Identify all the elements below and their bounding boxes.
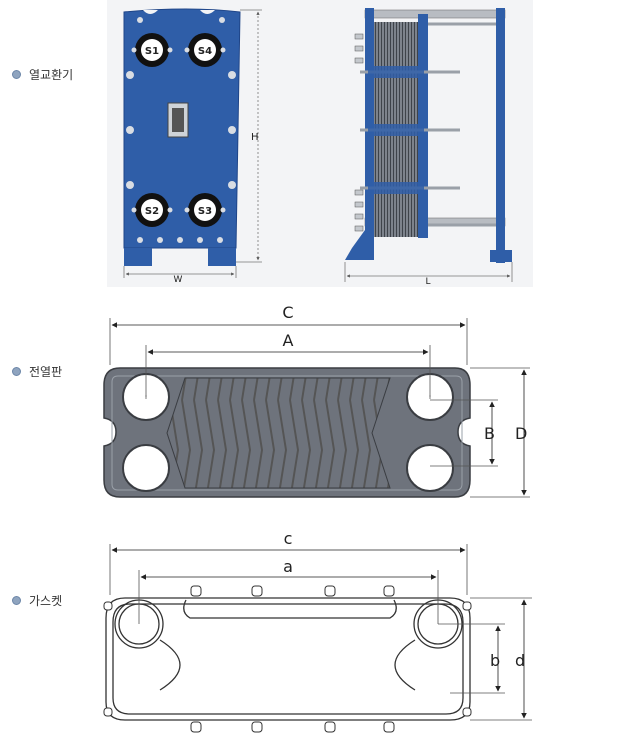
- dim-l-label: L: [425, 277, 430, 287]
- gasket-drawing: [105, 597, 471, 721]
- plate-drawing: [103, 367, 471, 498]
- gasket-dim-d: d: [470, 597, 532, 721]
- bullet-icon: [12, 70, 21, 79]
- gasket-dim-a: a: [138, 557, 439, 624]
- gasket-dim-c-label: c: [284, 529, 293, 548]
- plate-dim-b-label: B: [484, 424, 495, 443]
- plate-dim-b: B: [430, 399, 498, 467]
- label-text: 전열판: [29, 365, 63, 379]
- gasket-tabs: [103, 585, 472, 733]
- gasket-dim-a-label: a: [283, 557, 293, 576]
- label-text: 열교환기: [29, 68, 74, 82]
- gasket-dim-b: b: [438, 623, 505, 694]
- port-s3: [188, 193, 222, 227]
- port-s1: [135, 33, 169, 67]
- dim-w: W: [123, 266, 237, 285]
- bullet-icon: [12, 596, 21, 605]
- section-label-exchanger: 열교환기: [12, 66, 73, 83]
- bullet-icon: [12, 367, 21, 376]
- gasket-dim-d-label: d: [515, 651, 525, 670]
- exchanger-side-view: L: [344, 8, 513, 287]
- exchanger-front-view: S1 S4 S2 S3: [123, 8, 241, 266]
- dim-h: H: [236, 9, 262, 263]
- plate-dim-c-label: C: [282, 303, 293, 322]
- label-text: 가스켓: [29, 594, 63, 608]
- port-label-s3: S3: [198, 206, 212, 217]
- dim-w-label: W: [174, 275, 183, 285]
- plate-dim-a-label: A: [283, 331, 294, 350]
- dim-h-label: H: [251, 132, 259, 143]
- port-s2: [135, 193, 169, 227]
- plate-dim-a: A: [145, 331, 431, 397]
- port-s4: [188, 33, 222, 67]
- plate-dim-d-label: D: [515, 424, 527, 443]
- gasket-dim-c: c: [109, 529, 468, 595]
- section-label-plate: 전열판: [12, 363, 62, 380]
- port-label-s2: S2: [145, 206, 159, 217]
- port-label-s1: S1: [145, 46, 159, 57]
- section-label-gasket: 가스켓: [12, 592, 62, 609]
- gasket-dim-b-label: b: [490, 651, 500, 670]
- plate-dim-d: D: [470, 367, 530, 498]
- plate-dim-c: C: [109, 303, 468, 365]
- port-label-s4: S4: [198, 46, 212, 57]
